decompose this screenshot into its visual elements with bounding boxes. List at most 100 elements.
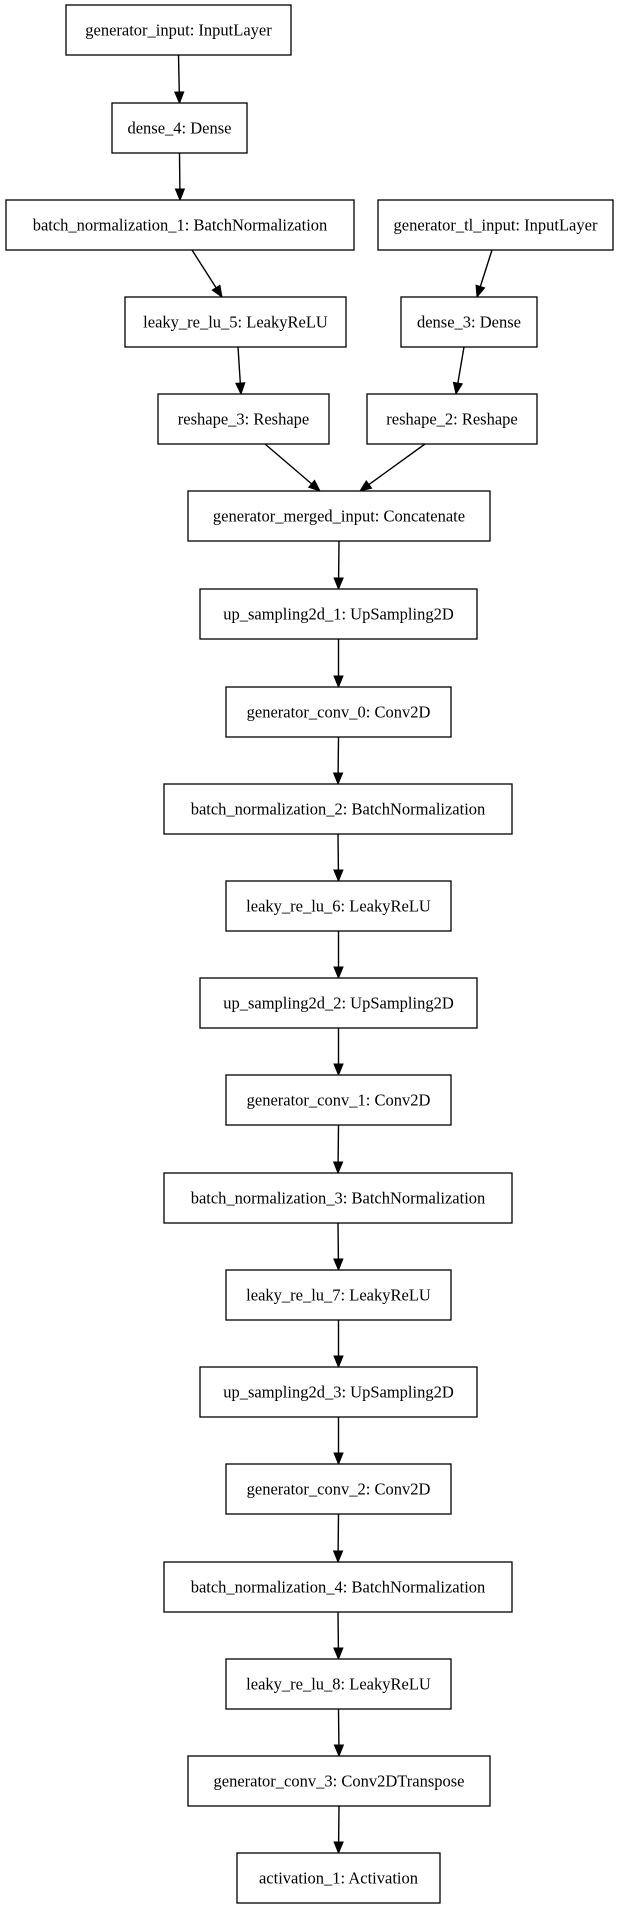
node-box xyxy=(225,686,452,738)
node-label: up_sampling2d_1: UpSampling2D xyxy=(223,605,454,624)
nodes-layer: generator_input: InputLayer dense_4: Dens… xyxy=(5,4,614,1904)
edge-batch-normalization-2-to-leaky-re-lu-6 xyxy=(333,833,344,883)
node-activation-1: activation_1: Activation xyxy=(236,1852,441,1904)
node-batch-normalization-1: batch_normalization_1: BatchNormalizatio… xyxy=(5,199,355,251)
node-box xyxy=(225,1074,452,1126)
edge-generator-conv-1-to-batch-normalization-3 xyxy=(332,1124,344,1175)
arrowhead-icon xyxy=(333,1258,344,1272)
edge-leaky-re-lu-5-to-reshape-3 xyxy=(235,346,246,396)
node-label: generator_conv_1: Conv2D xyxy=(247,1091,431,1110)
node-box xyxy=(199,1366,478,1418)
node-label: leaky_re_lu_5: LeakyReLU xyxy=(143,313,328,332)
node-leaky-re-lu-7: leaky_re_lu_7: LeakyReLU xyxy=(225,1269,452,1321)
node-generator-merged-input: generator_merged_input: Concatenate xyxy=(187,490,491,542)
edge-batch-normalization-1-to-leaky-re-lu-5 xyxy=(191,249,223,299)
node-generator-tl-input: generator_tl_input: InputLayer xyxy=(377,199,614,251)
arrowhead-icon xyxy=(333,675,344,689)
node-label: reshape_3: Reshape xyxy=(178,410,310,429)
node-box xyxy=(400,296,538,348)
node-generator-conv-2: generator_conv_2: Conv2D xyxy=(225,1463,452,1515)
node-box xyxy=(199,588,478,640)
node-box xyxy=(65,4,292,56)
node-label: up_sampling2d_3: UpSampling2D xyxy=(223,1383,454,1402)
node-label: batch_normalization_2: BatchNormalizatio… xyxy=(191,800,486,819)
edge-generator-merged-input-to-up-sampling2d-1 xyxy=(333,540,344,591)
arrowhead-icon xyxy=(333,1744,345,1758)
node-batch-normalization-4: batch_normalization_4: BatchNormalizatio… xyxy=(163,1561,513,1613)
arrowhead-icon xyxy=(235,382,246,396)
arrowhead-icon xyxy=(332,772,344,786)
node-box xyxy=(225,1463,452,1515)
node-dense-4: dense_4: Dense xyxy=(111,102,248,154)
node-box xyxy=(187,490,491,542)
node-label: reshape_2: Reshape xyxy=(386,410,518,429)
node-box xyxy=(225,880,452,932)
node-leaky-re-lu-5: leaky_re_lu_5: LeakyReLU xyxy=(124,296,347,348)
arrowhead-icon xyxy=(358,480,373,492)
node-box xyxy=(225,1269,452,1321)
node-reshape-2: reshape_2: Reshape xyxy=(366,393,538,445)
node-box xyxy=(111,102,248,154)
node-label: dense_4: Dense xyxy=(127,119,231,138)
edge-generator-tl-input-to-dense-3 xyxy=(475,249,493,299)
edge-up-sampling2d-1-to-generator-conv-0 xyxy=(333,639,344,689)
edge-line xyxy=(264,443,313,485)
node-label: generator_conv_0: Conv2D xyxy=(247,703,431,722)
arrowhead-icon xyxy=(475,284,486,299)
node-batch-normalization-3: batch_normalization_3: BatchNormalizatio… xyxy=(163,1172,513,1224)
arrowhead-icon xyxy=(333,1841,344,1855)
node-box xyxy=(366,393,538,445)
arrowhead-icon xyxy=(333,1063,344,1077)
node-box xyxy=(5,199,355,251)
arrowhead-icon xyxy=(332,1161,344,1175)
arrowhead-icon xyxy=(333,1452,344,1466)
arrowhead-icon xyxy=(333,577,344,591)
arrowhead-icon xyxy=(333,869,344,883)
edge-leaky-re-lu-8-to-generator-conv-3 xyxy=(333,1708,345,1758)
arrowhead-icon xyxy=(307,479,322,492)
node-leaky-re-lu-6: leaky_re_lu_6: LeakyReLU xyxy=(225,880,452,932)
arrowhead-icon xyxy=(333,966,344,980)
edge-line xyxy=(457,346,465,384)
node-label: generator_input: InputLayer xyxy=(85,21,272,40)
edge-generator-conv-0-to-batch-normalization-2 xyxy=(332,736,344,786)
node-box xyxy=(187,1755,491,1807)
node-label: generator_conv_3: Conv2DTranspose xyxy=(214,1772,465,1791)
edge-line xyxy=(191,249,217,289)
node-leaky-re-lu-8: leaky_re_lu_8: LeakyReLU xyxy=(225,1658,452,1710)
arrowhead-icon xyxy=(333,1647,344,1661)
edge-dense-4-to-batch-normalization-1 xyxy=(174,152,186,202)
node-label: up_sampling2d_2: UpSampling2D xyxy=(223,994,454,1013)
edge-reshape-3-to-generator-merged-input xyxy=(264,443,322,492)
arrowhead-icon xyxy=(174,91,185,105)
edge-leaky-re-lu-7-to-up-sampling2d-3 xyxy=(333,1320,344,1369)
node-label: batch_normalization_3: BatchNormalizatio… xyxy=(191,1189,486,1208)
edge-generator-conv-3-to-activation-1 xyxy=(333,1805,344,1855)
edge-line xyxy=(177,54,180,93)
node-up-sampling2d-1: up_sampling2d_1: UpSampling2D xyxy=(199,588,478,640)
edge-up-sampling2d-3-to-generator-conv-2 xyxy=(333,1417,344,1466)
arrowhead-icon xyxy=(211,284,223,299)
edge-batch-normalization-4-to-leaky-re-lu-8 xyxy=(333,1611,344,1661)
node-label: batch_normalization_4: BatchNormalizatio… xyxy=(191,1578,486,1597)
node-box xyxy=(124,296,347,348)
node-generator-conv-1: generator_conv_1: Conv2D xyxy=(225,1074,452,1126)
node-box xyxy=(163,783,513,835)
node-label: leaky_re_lu_7: LeakyReLU xyxy=(246,1286,431,1305)
node-box xyxy=(163,1172,513,1224)
node-label: leaky_re_lu_8: LeakyReLU xyxy=(246,1675,431,1694)
node-up-sampling2d-2: up_sampling2d_2: UpSampling2D xyxy=(199,977,478,1029)
node-box xyxy=(225,1658,452,1710)
node-dense-3: dense_3: Dense xyxy=(400,296,538,348)
node-label: generator_tl_input: InputLayer xyxy=(394,216,598,235)
node-box xyxy=(377,199,614,251)
node-reshape-3: reshape_3: Reshape xyxy=(157,393,330,445)
node-box xyxy=(157,393,330,445)
edge-dense-3-to-reshape-2 xyxy=(452,346,465,396)
node-label: generator_conv_2: Conv2D xyxy=(247,1480,431,1499)
arrowhead-icon xyxy=(452,381,464,396)
node-box xyxy=(199,977,478,1029)
arrowhead-icon xyxy=(333,1355,344,1369)
node-up-sampling2d-3: up_sampling2d_3: UpSampling2D xyxy=(199,1366,478,1418)
